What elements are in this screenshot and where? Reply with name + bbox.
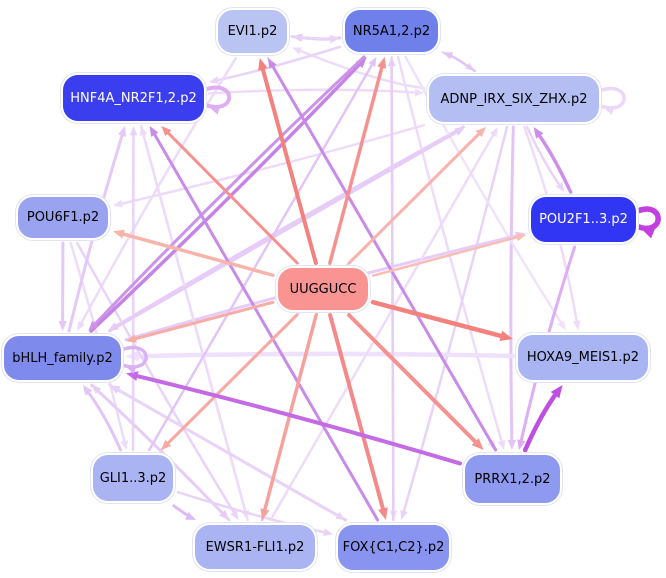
edge-POU6F1-bHLH[interactable] [58, 241, 67, 331]
edge-PRRX-EVI1[interactable] [267, 58, 498, 452]
node-NR5A1[interactable]: NR5A1,2.p2 [345, 10, 438, 52]
edge-PRRX-HOXA9[interactable] [522, 385, 563, 453]
node-ADNP[interactable]: ADNP_IRX_SIX_ZHX.p2 [429, 76, 599, 122]
node-POU6F1[interactable]: POU6F1.p2 [18, 197, 108, 238]
node-label: POU6F1.p2 [26, 210, 100, 225]
edge-GLI-NR5A1[interactable] [147, 57, 377, 452]
edge-UUGGUCC-FOX[interactable] [328, 313, 388, 520]
edge-HOXA9-bHLH[interactable] [126, 350, 516, 362]
node-UUGGUCC-center[interactable]: UUGGUCC [278, 268, 368, 310]
edge-FOX-HNF4A[interactable] [149, 126, 380, 522]
edge-UUGGUCC-GLI[interactable] [161, 313, 299, 450]
node-label: NR5A1,2.p2 [352, 23, 431, 39]
edge-UUGGUCC-EVI1[interactable] [258, 58, 318, 265]
edge-GLI-EWSR1[interactable] [172, 504, 197, 520]
edge-ADNP-EVI1[interactable] [292, 47, 426, 90]
node-label: GLI1..3.p2 [99, 470, 167, 486]
node-label: EVI1.p2 [227, 24, 278, 39]
node-label: EWSR1-FLI1.p2 [205, 539, 305, 555]
edge-ADNP-PRRX[interactable] [507, 125, 517, 450]
node-label: ADNP_IRX_SIX_ZHX.p2 [440, 91, 588, 107]
edge-ADNP-NR5A1[interactable] [443, 52, 477, 73]
node-label: HOXA9_MEIS1.p2 [526, 350, 640, 365]
node-label: PRRX1,2.p2 [474, 471, 551, 487]
node-HNF4A[interactable]: HNF4A_NR2F1,2.p2 [63, 75, 204, 121]
edge-NR5A1-HOXA9[interactable] [404, 55, 566, 330]
node-bHLH[interactable]: bHLH_family.p2 [4, 336, 121, 380]
edge-UUGGUCC-POU6F1[interactable] [113, 229, 275, 277]
node-label: FOX{C1,C2}.p2 [342, 540, 445, 555]
edge-UUGGUCC-PRRX[interactable] [346, 313, 484, 450]
self-loop-bHLH[interactable] [119, 345, 148, 374]
node-EVI1[interactable]: EVI1.p2 [218, 10, 287, 53]
node-label: bHLH_family.p2 [12, 350, 113, 366]
edge-UUGGUCC-bHLH[interactable] [126, 300, 275, 343]
edge-HNF4A-ADNP[interactable] [207, 88, 424, 97]
edge-POU2F1-ADNP[interactable] [533, 127, 573, 194]
edge-GLI-bHLH[interactable] [82, 385, 123, 452]
node-FOX[interactable]: FOX{C1,C2}.p2 [338, 525, 449, 570]
node-HOXA9[interactable]: HOXA9_MEIS1.p2 [518, 335, 648, 380]
edge-EVI1-bHLH[interactable] [77, 56, 238, 331]
node-EWSR1[interactable]: EWSR1-FLI1.p2 [195, 525, 315, 569]
node-label: POU2F1..3.p2 [539, 212, 628, 227]
edge-ADNP-POU6F1[interactable] [113, 123, 426, 208]
edge-bHLH-FOX[interactable] [108, 383, 346, 520]
edge-FOX-NR5A1[interactable] [387, 57, 396, 522]
node-GLI[interactable]: GLI1..3.p2 [93, 455, 173, 501]
edge-PRRX-bHLH[interactable] [126, 371, 462, 466]
self-loop-POU2F1[interactable] [633, 206, 661, 239]
edge-bHLH-NR5A1[interactable] [89, 57, 367, 333]
edge-UUGGUCC-POU2F1[interactable] [371, 233, 526, 277]
edge-UUGGUCC-HOXA9[interactable] [370, 299, 513, 341]
edge-ADNP-POU2F1[interactable] [525, 125, 565, 192]
edge-EWSR1-ADNP[interactable] [269, 127, 498, 522]
node-POU2F1[interactable]: POU2F1..3.p2 [531, 197, 636, 242]
edge-UUGGUCC-ADNP[interactable] [347, 127, 486, 265]
edge-EVI1-NR5A1[interactable] [290, 34, 340, 44]
node-label: UUGGUCC [289, 281, 357, 297]
node-label: HNF4A_NR2F1,2.p2 [70, 90, 197, 106]
edge-UUGGUCC-NR5A1[interactable] [328, 57, 387, 265]
node-PRRX[interactable]: PRRX1,2.p2 [465, 455, 560, 503]
self-loop-ADNP[interactable] [597, 86, 626, 115]
edge-bHLH-EWSR1[interactable] [90, 383, 230, 520]
edge-bHLH-ADNP[interactable] [108, 127, 466, 333]
edge-UUGGUCC-HNF4A[interactable] [161, 126, 299, 265]
self-loop-HNF4A[interactable] [202, 85, 232, 115]
